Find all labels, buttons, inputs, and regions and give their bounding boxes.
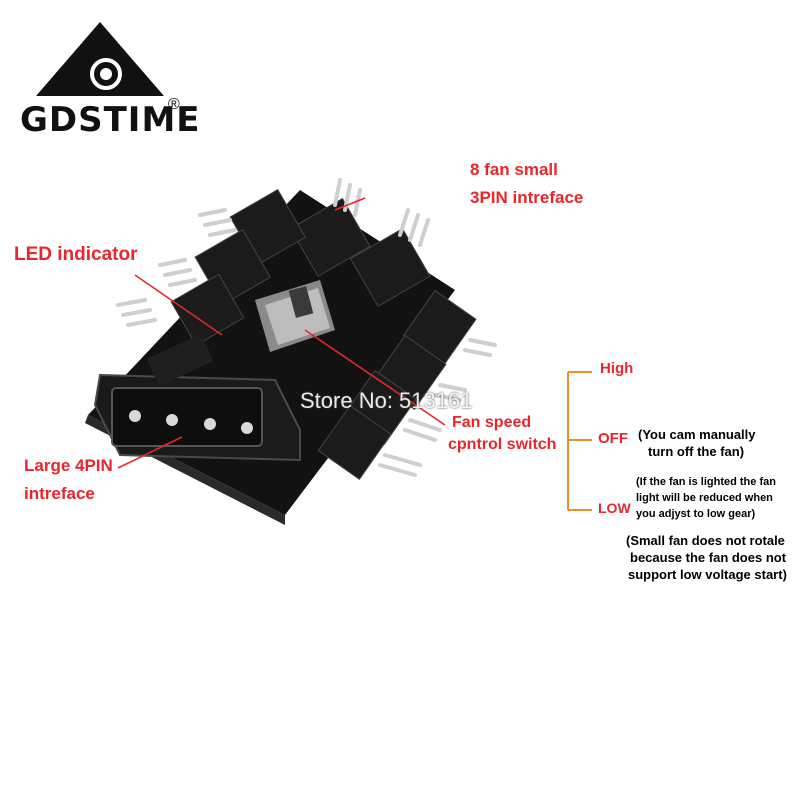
low-note-line3: you adjyst to low gear) (636, 508, 756, 520)
fan-hub-board (85, 178, 497, 525)
store-watermark: Store No: 513161 (300, 388, 473, 413)
large-4pin-label-line2: intreface (24, 484, 95, 503)
callout-lines (117, 197, 446, 469)
large-4pin-label-line1: Large 4PIN (24, 456, 113, 475)
fan-small-label-line2: 3PIN intreface (470, 188, 584, 207)
low-voltage-note-line3: support low voltage start) (628, 567, 787, 582)
off-note-line2: turn off the fan) (648, 444, 745, 459)
low-voltage-note-line1: (Small fan does not rotale (626, 533, 785, 548)
fan-speed-label-line1: Fan speed (452, 414, 532, 431)
gdstime-logo-mark (36, 22, 164, 96)
led-indicator-label: LED indicator (14, 244, 138, 265)
low-note-line1: (If the fan is lighted the fan (636, 476, 776, 488)
low-voltage-note-line2: because the fan does not (630, 550, 787, 565)
registered-mark: ® (168, 96, 180, 113)
fan-speed-label-line2: cpntrol switch (448, 436, 557, 453)
brand-wordmark: GDSTIME (20, 100, 201, 140)
fan-small-label-line1: 8 fan small (470, 160, 558, 179)
speed-bracket (567, 371, 592, 511)
speed-low-label: LOW (598, 500, 631, 516)
low-note-line2: light will be reduced when (636, 492, 773, 504)
speed-high-label: High (600, 360, 634, 377)
speed-off-label: OFF (598, 430, 628, 447)
off-note-line1: (You cam manually (638, 427, 756, 442)
